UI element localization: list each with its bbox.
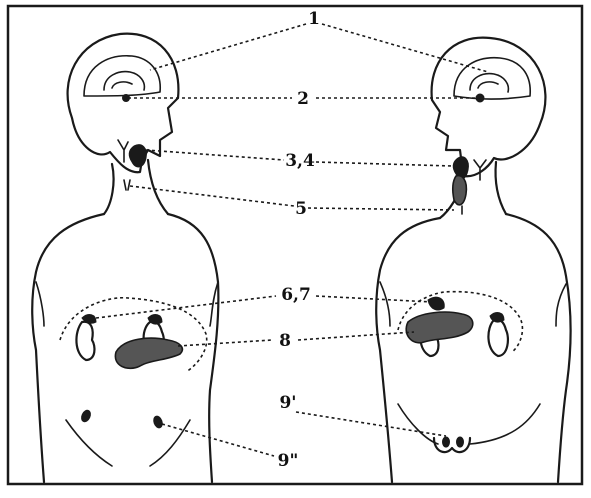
left-thymus [124, 180, 130, 190]
label-8: 8 [279, 331, 291, 351]
right-pancreas [406, 312, 473, 343]
label-9-double-prime: 9" [278, 451, 299, 471]
right-neck [440, 162, 506, 218]
left-kidney-a [76, 322, 94, 360]
left-figure [32, 34, 218, 482]
number-labels: 1 2 3,4 5 6,7 8 9' 9" [278, 9, 320, 471]
label-1: 1 [308, 9, 320, 29]
leader-5-left [130, 186, 294, 206]
left-brain-outline [84, 56, 160, 96]
left-groin-lines [66, 420, 190, 466]
label-2: 2 [297, 89, 309, 109]
left-pancreas [115, 338, 182, 368]
left-ovary-b [152, 415, 164, 429]
right-arm-right [506, 214, 571, 482]
leader-9b [162, 424, 274, 456]
right-adrenal-a [428, 297, 444, 310]
label-3-4: 3,4 [285, 151, 315, 171]
leader-lines [96, 24, 488, 456]
right-brain-outline [454, 58, 530, 99]
left-armpits [36, 282, 218, 326]
right-testis-b [457, 437, 464, 447]
right-pituitary [476, 94, 484, 102]
left-thyroid [129, 145, 146, 167]
right-thymus [453, 176, 467, 205]
leader-8-right [298, 332, 414, 340]
left-trachea-marker [118, 140, 128, 162]
right-kidney-b [488, 319, 508, 356]
leader-67-right [316, 296, 432, 302]
leader-8-left [178, 340, 272, 346]
left-brain-folds [104, 72, 144, 90]
leader-9a [296, 412, 446, 436]
right-scrotum-outline [434, 438, 470, 452]
right-testis-a [443, 437, 450, 447]
label-9-prime: 9' [279, 393, 296, 413]
right-figure [376, 38, 570, 482]
leader-1-right [322, 24, 488, 72]
left-arm-left [32, 214, 104, 482]
label-6-7: 6,7 [281, 285, 311, 305]
right-brain-folds [470, 74, 508, 92]
right-armpits [380, 282, 566, 326]
left-head-outline [68, 34, 179, 173]
leader-67-left [96, 296, 276, 318]
left-ovary-a [80, 409, 92, 423]
leader-5-right [308, 208, 454, 210]
leader-34-left [146, 150, 284, 160]
leader-34-right [316, 162, 452, 166]
right-arm-left [376, 218, 440, 482]
label-5: 5 [295, 199, 307, 219]
leader-1-left [150, 24, 306, 70]
